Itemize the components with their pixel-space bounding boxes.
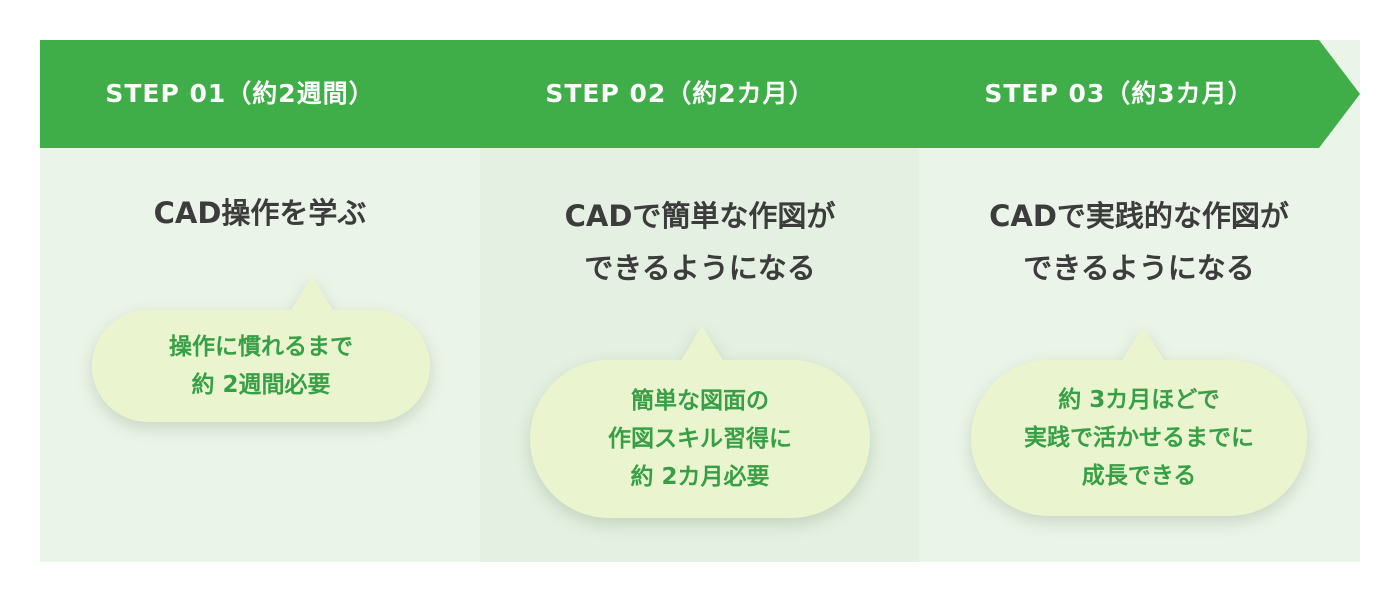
bubble-body: 約 3カ月ほどで 実践で活かせるまでに 成長できる bbox=[971, 360, 1307, 516]
bubble-line: 実践で活かせるまでに bbox=[1024, 425, 1254, 451]
speech-bubble: 操作に慣れるまで 約 2週間必要 bbox=[92, 276, 430, 422]
goal-line: できるようになる bbox=[1023, 251, 1255, 285]
goal-line: できるようになる bbox=[584, 251, 816, 285]
speech-bubble: 簡単な図面の 作図スキル習得に 約 2カ月必要 bbox=[530, 326, 870, 518]
bubble-tail bbox=[290, 276, 334, 312]
goal-line: CADで実践的な作図が bbox=[989, 199, 1289, 233]
bubble-line: 約 2カ月必要 bbox=[630, 464, 770, 490]
bubble-line: 約 3カ月ほどで bbox=[1058, 387, 1220, 413]
step-goal-heading: CADで簡単な作図が できるようになる bbox=[480, 190, 920, 294]
step-goal-heading: CAD操作を学ぶ bbox=[40, 187, 480, 239]
bubble-line: 成長できる bbox=[1081, 463, 1197, 489]
step-goal-heading: CADで実践的な作図が できるようになる bbox=[919, 190, 1359, 294]
bubble-line: 簡単な図面の bbox=[631, 388, 769, 414]
bubble-line: 操作に慣れるまで bbox=[169, 334, 353, 360]
step-banner-label: STEP 01（約2週間） bbox=[105, 79, 375, 108]
step-column-3: STEP 03（約3カ月） CADで実践的な作図が できるようになる 約 3カ月… bbox=[919, 40, 1360, 562]
step-banner-arrow: STEP 01（約2週間） bbox=[40, 40, 522, 148]
bubble-line: 作図スキル習得に bbox=[608, 426, 792, 452]
bubble-tail bbox=[1121, 326, 1165, 362]
step-banner-arrow: STEP 02（約2カ月） bbox=[480, 40, 962, 148]
step-column-2: STEP 02（約2カ月） CADで簡単な作図が できるようになる 簡単な図面の… bbox=[480, 40, 962, 562]
bubble-tail bbox=[680, 326, 724, 362]
step-column-1: STEP 01（約2週間） CAD操作を学ぶ 操作に慣れるまで 約 2週間必要 bbox=[40, 40, 522, 562]
arrow-shape bbox=[919, 40, 1360, 148]
goal-line: CADで簡単な作図が bbox=[564, 199, 836, 233]
step-banner-arrow: STEP 03（約3カ月） bbox=[919, 40, 1360, 148]
bubble-line: 約 2週間必要 bbox=[191, 372, 331, 398]
step-banner-label: STEP 02（約2カ月） bbox=[545, 79, 815, 108]
goal-line: CAD操作を学ぶ bbox=[153, 196, 367, 230]
arrow-shape bbox=[480, 40, 962, 148]
bubble-body: 簡単な図面の 作図スキル習得に 約 2カ月必要 bbox=[530, 360, 870, 518]
bubble-body: 操作に慣れるまで 約 2週間必要 bbox=[92, 310, 430, 422]
speech-bubble: 約 3カ月ほどで 実践で活かせるまでに 成長できる bbox=[971, 326, 1307, 516]
step-banner-label: STEP 03（約3カ月） bbox=[984, 79, 1254, 108]
arrow-shape bbox=[40, 40, 522, 148]
